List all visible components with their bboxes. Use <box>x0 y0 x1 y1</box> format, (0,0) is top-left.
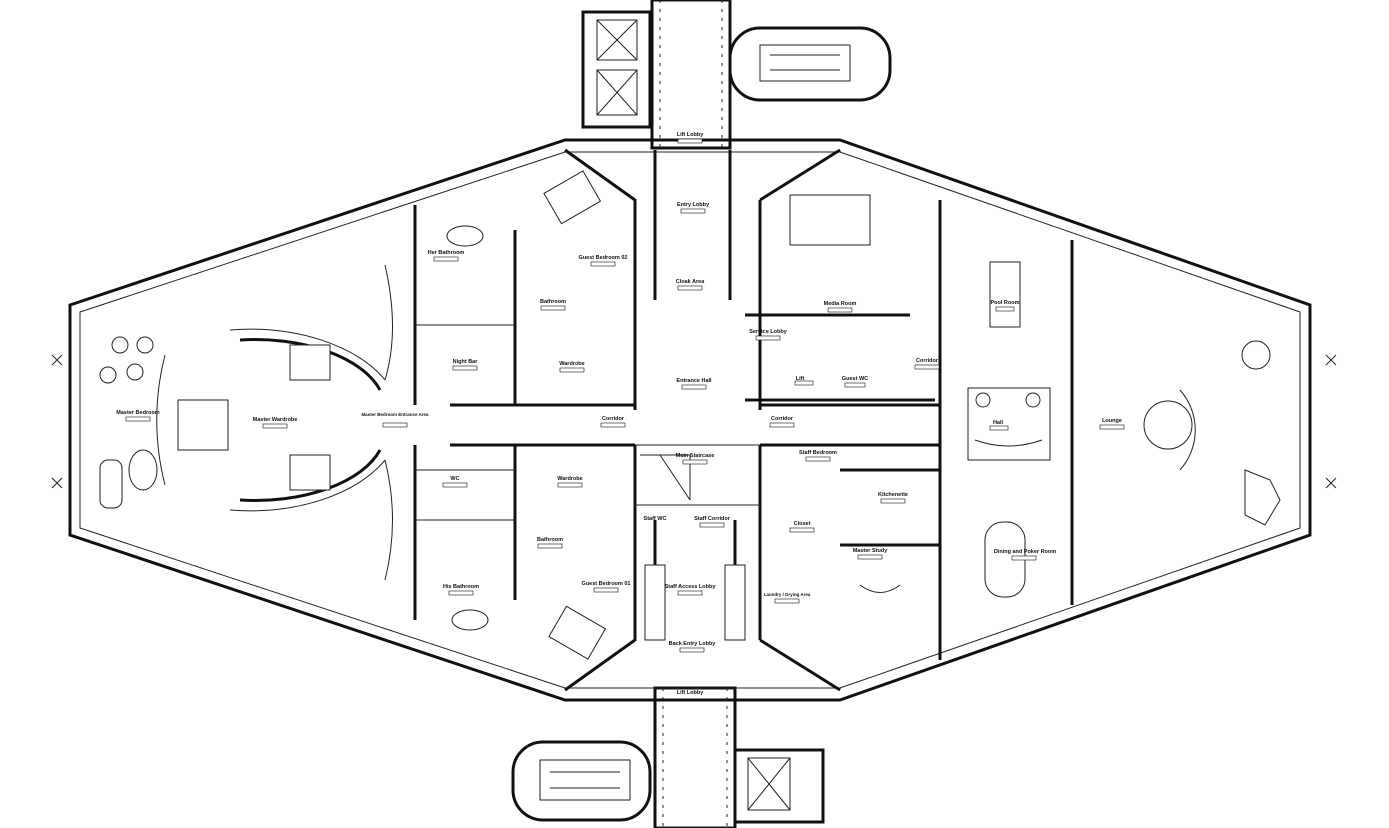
label-lift-lobby-north: Lift Lobby <box>677 132 705 144</box>
svg-text:Media Room: Media Room <box>824 301 857 307</box>
svg-text:Hall: Hall <box>993 420 1004 426</box>
svg-text:Lounge: Lounge <box>1102 418 1122 424</box>
label-lounge: Lounge <box>1099 418 1125 430</box>
guest-bed <box>543 170 602 225</box>
svg-text:Pool Room: Pool Room <box>990 300 1019 306</box>
svg-text:Cloak Area: Cloak Area <box>676 279 705 285</box>
label-wc: WC <box>442 476 468 488</box>
svg-text:Corridor: Corridor <box>602 416 625 422</box>
label-guest-bedroom-02: Guest Bedroom 02 <box>579 255 628 267</box>
svg-text:Laundry / Drying Area: Laundry / Drying Area <box>764 592 811 597</box>
spiral-stair <box>1143 400 1193 450</box>
north-bridge <box>650 0 732 150</box>
svg-text:Guest Bedroom 01: Guest Bedroom 01 <box>582 581 631 587</box>
label-master-bedroom: Master Bedroom <box>116 410 160 422</box>
svg-text:Kitchenette: Kitchenette <box>878 492 908 498</box>
label-bathroom-north: Bathroom <box>540 299 566 311</box>
label-night-bar: Night Bar <box>453 359 479 371</box>
label-kitchenette: Kitchenette <box>878 492 908 504</box>
sofa <box>289 454 331 491</box>
label-master-bedroom-entrance: Master Bedroom Entrance Area <box>361 412 429 428</box>
guest-bed <box>548 605 607 660</box>
label-guest-bedroom-01: Guest Bedroom 01 <box>582 581 631 593</box>
label-wardrobe-south: Wardrobe <box>557 476 583 488</box>
svg-text:Lift: Lift <box>796 376 805 382</box>
svg-text:Master Wardrobe: Master Wardrobe <box>253 417 298 423</box>
label-her-bathroom: Her Bathroom <box>428 250 465 262</box>
piano <box>1244 469 1281 526</box>
label-main-staircase: Main Staircase <box>676 453 715 465</box>
label-staff-bedroom: Staff Bedroom <box>799 450 837 462</box>
svg-text:Corridor: Corridor <box>916 358 939 364</box>
label-entrance-hall: Entrance Hall <box>676 378 712 390</box>
svg-text:Staff Bedroom: Staff Bedroom <box>799 450 837 456</box>
building-envelope <box>51 138 1337 702</box>
svg-text:Dining and Poker Room: Dining and Poker Room <box>994 549 1056 555</box>
svg-text:Corridor: Corridor <box>771 416 794 422</box>
svg-text:Night Bar: Night Bar <box>453 359 479 365</box>
furniture <box>99 170 1281 660</box>
south-lift-tower-east <box>733 748 825 824</box>
south-bridge <box>653 686 737 828</box>
label-entry-lobby: Entry Lobby <box>677 202 710 214</box>
master-bed <box>177 399 229 451</box>
svg-text:Back Entry Lobby: Back Entry Lobby <box>669 641 717 647</box>
label-laundry: Laundry / Drying Area <box>764 592 811 604</box>
svg-text:Closet: Closet <box>794 521 811 527</box>
label-staff-access-lobby: Staff Access Lobby <box>665 584 717 596</box>
label-hall: Hall <box>989 420 1009 431</box>
svg-text:Staff Corridor: Staff Corridor <box>694 516 731 522</box>
room-labels: Lift Lobby Entry Lobby Cloak Area Entran… <box>116 132 1125 696</box>
label-cloak-area: Cloak Area <box>676 279 705 291</box>
label-wardrobe-north: Wardrobe <box>559 361 585 373</box>
svg-text:Her Bathroom: Her Bathroom <box>428 250 465 256</box>
label-service-lobby: Service Lobby <box>749 329 788 341</box>
svg-text:Master Study: Master Study <box>853 548 888 554</box>
bathtub <box>451 609 489 631</box>
svg-text:Main Staircase: Main Staircase <box>676 453 715 459</box>
svg-text:Master Bedroom Entrance Area: Master Bedroom Entrance Area <box>361 412 429 417</box>
label-his-bathroom: His Bathroom <box>443 584 479 596</box>
svg-text:Guest WC: Guest WC <box>842 376 868 382</box>
label-back-entry-lobby: Back Entry Lobby <box>669 641 717 653</box>
label-lift-lobby-south: Lift Lobby <box>677 690 705 696</box>
svg-text:Entry Lobby: Entry Lobby <box>677 202 710 208</box>
label-master-wardrobe: Master Wardrobe <box>253 417 298 429</box>
svg-text:Guest Bedroom 02: Guest Bedroom 02 <box>579 255 628 261</box>
label-closet: Closet <box>789 521 815 533</box>
svg-text:Lift Lobby: Lift Lobby <box>677 132 705 138</box>
south-stair-tower-west <box>511 740 652 822</box>
svg-text:Entrance Hall: Entrance Hall <box>676 378 712 384</box>
svg-text:Service Lobby: Service Lobby <box>749 329 788 335</box>
svg-text:His Bathroom: His Bathroom <box>443 584 479 590</box>
svg-text:Master Bedroom: Master Bedroom <box>116 410 160 416</box>
label-corridor-service: Corridor <box>914 358 940 370</box>
label-pool-room: Pool Room <box>990 300 1020 312</box>
north-stair-tower-west <box>581 10 652 129</box>
label-staff-corridor: Staff Corridor <box>694 516 731 528</box>
media-table <box>789 194 871 246</box>
label-staff-wc: Staff WC <box>644 516 667 522</box>
label-bathroom-south: Bathroom <box>537 537 563 549</box>
label-dining-poker: Dining and Poker Room <box>994 549 1056 561</box>
svg-text:Wardrobe: Wardrobe <box>559 361 584 367</box>
svg-text:Staff WC: Staff WC <box>644 516 667 522</box>
label-corridor-east: Corridor <box>769 416 795 428</box>
label-guest-wc: Guest WC <box>842 376 868 388</box>
svg-text:Bathroom: Bathroom <box>540 299 566 305</box>
pool-table <box>989 261 1021 328</box>
interior-walls <box>413 148 1074 692</box>
label-lift: Lift <box>794 376 814 386</box>
bathtub <box>446 225 484 247</box>
svg-text:Lift Lobby: Lift Lobby <box>677 690 705 696</box>
svg-text:WC: WC <box>450 476 459 482</box>
svg-text:Wardrobe: Wardrobe <box>557 476 582 482</box>
label-corridor-west: Corridor <box>600 416 626 428</box>
label-media-room: Media Room <box>824 301 857 313</box>
svg-text:Bathroom: Bathroom <box>537 537 563 543</box>
svg-text:Staff Access Lobby: Staff Access Lobby <box>665 584 717 590</box>
north-stair-tower-east <box>728 26 892 102</box>
label-master-study: Master Study <box>853 548 888 560</box>
sofa <box>289 344 331 381</box>
